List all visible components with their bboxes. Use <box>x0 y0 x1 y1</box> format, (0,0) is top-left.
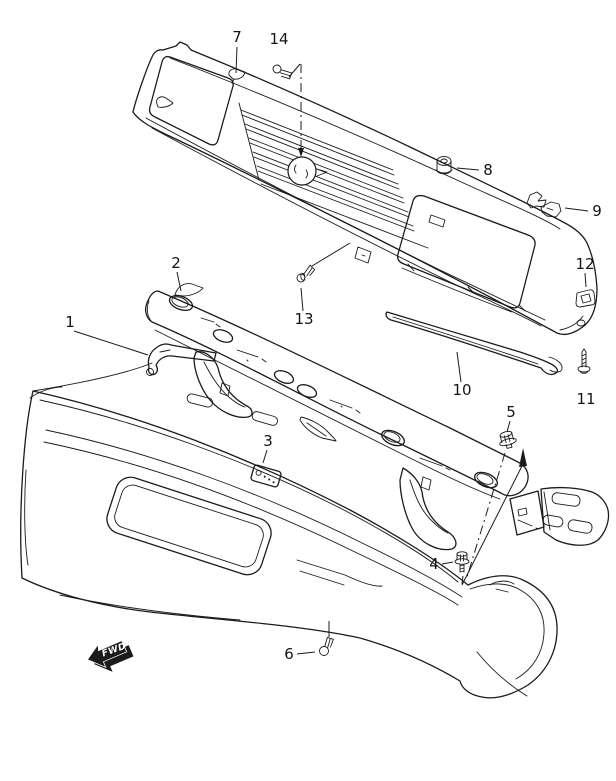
fwd-arrow-icon <box>86 640 128 669</box>
fwd-direction-badge: FWD <box>86 640 134 672</box>
leader-5 <box>506 420 511 433</box>
part-callout-7: 7 <box>232 28 242 46</box>
part-callout-4: 4 <box>429 555 439 573</box>
leader-13 <box>300 287 304 312</box>
leader-12 <box>584 272 587 288</box>
gusset-bracket-left <box>193 351 253 418</box>
leader-10 <box>456 351 462 383</box>
part-callout-3: 3 <box>263 432 273 450</box>
gusset-bracket-right <box>399 467 457 551</box>
leader-9 <box>564 207 589 212</box>
screw-11 <box>577 348 591 374</box>
part-callout-13: 13 <box>294 310 313 328</box>
bolt-4 <box>454 551 470 573</box>
part-callout-11: 11 <box>576 390 595 408</box>
part-callout-6: 6 <box>284 645 294 663</box>
bumper-cover <box>20 343 558 699</box>
end-bracket <box>509 486 610 546</box>
leader-2 <box>176 271 182 292</box>
bolt-5 <box>499 430 517 449</box>
grille-assembly <box>132 41 598 336</box>
part-callout-2: 2 <box>171 254 181 272</box>
callouts: 1 2 3 4 5 6 7 8 9 10 11 12 13 14 <box>65 28 602 663</box>
plate-3 <box>250 464 282 488</box>
emblem <box>287 156 328 186</box>
grille-clip-hook <box>156 96 174 108</box>
bolt-5-datum <box>466 452 506 578</box>
part-callout-8: 8 <box>483 161 493 179</box>
bar-holes <box>168 294 498 489</box>
screw-14-link <box>288 63 301 78</box>
screw-13 <box>296 264 316 283</box>
bumper-end-fin <box>146 343 217 376</box>
bolt-4-pointer <box>461 463 524 586</box>
leader-6 <box>296 651 316 655</box>
grille-mount-tab <box>228 68 246 84</box>
part-callout-10: 10 <box>452 381 471 399</box>
screw-6 <box>319 637 334 656</box>
part-callout-1: 1 <box>65 313 75 331</box>
grille-slats <box>238 102 429 249</box>
leader-7 <box>235 46 238 74</box>
screw-13-pointer <box>311 242 351 267</box>
part-callout-12: 12 <box>575 255 594 273</box>
nut-8 <box>435 156 453 175</box>
part-callout-14: 14 <box>269 30 288 48</box>
clip-12 <box>575 289 596 308</box>
arrowhead-icon <box>298 148 304 157</box>
part-callout-5: 5 <box>506 403 516 421</box>
leader-3 <box>262 449 268 464</box>
license-recess <box>106 476 272 576</box>
part-callout-9: 9 <box>592 202 602 220</box>
clip-9 <box>526 191 562 218</box>
molding-10 <box>385 311 563 376</box>
arrowhead-icon <box>519 448 527 467</box>
leader-1 <box>73 330 149 356</box>
leader-8 <box>456 167 480 171</box>
leader-4 <box>441 561 454 565</box>
bracket-mid <box>299 416 337 442</box>
screw-14 <box>272 64 293 80</box>
reinforcement-bar <box>145 283 610 586</box>
